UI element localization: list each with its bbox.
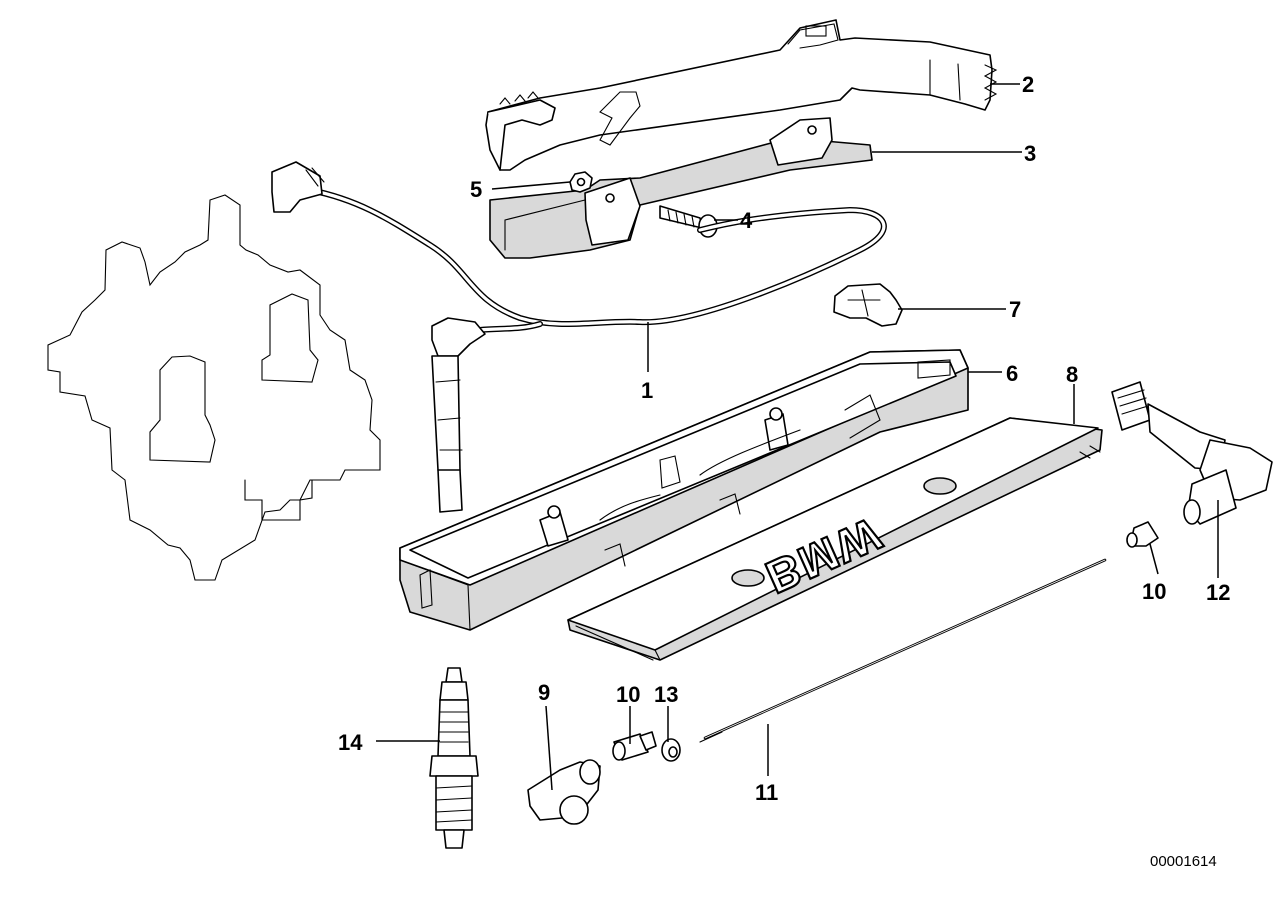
mounting-rail: [489, 117, 873, 259]
callout-7: 7: [1009, 297, 1021, 322]
callout-9: 9: [538, 680, 550, 705]
callout-4: 4: [740, 208, 753, 233]
callout-14: 14: [338, 730, 363, 755]
angled-connector: [1111, 381, 1273, 525]
callout-2: 2: [1022, 72, 1034, 97]
sleeve-bottom: [612, 731, 657, 761]
callout-12: 12: [1206, 580, 1230, 605]
lead-tray: [399, 349, 969, 631]
sleeve-right: [1126, 521, 1159, 548]
grommet: [661, 738, 681, 762]
callout-5: 5: [470, 177, 482, 202]
plug-boot: [527, 759, 601, 825]
callout-10-bottom: 10: [616, 682, 640, 707]
callout-11: 11: [755, 780, 778, 805]
clip: [833, 283, 903, 327]
upper-cover: [485, 19, 998, 171]
callout-10-right: 10: [1142, 579, 1166, 604]
callout-13: 13: [654, 682, 678, 707]
callouts: 2 3 5 4 7 1 6 8 10 12 9 10 13 14 11: [338, 72, 1230, 805]
spark-plug: [429, 667, 479, 849]
distributor-cap-outline: [47, 194, 381, 581]
callout-8: 8: [1066, 362, 1078, 387]
ignition-wire: [699, 558, 1107, 743]
callout-1: 1: [641, 378, 653, 403]
diagram-reference-number: 00001614: [1150, 853, 1217, 870]
callout-3: 3: [1024, 141, 1036, 166]
callout-6: 6: [1006, 361, 1018, 386]
leader-lines: [376, 83, 1219, 791]
bolt: [659, 205, 718, 238]
ignition-lead: [271, 161, 887, 513]
nut: [569, 171, 593, 193]
